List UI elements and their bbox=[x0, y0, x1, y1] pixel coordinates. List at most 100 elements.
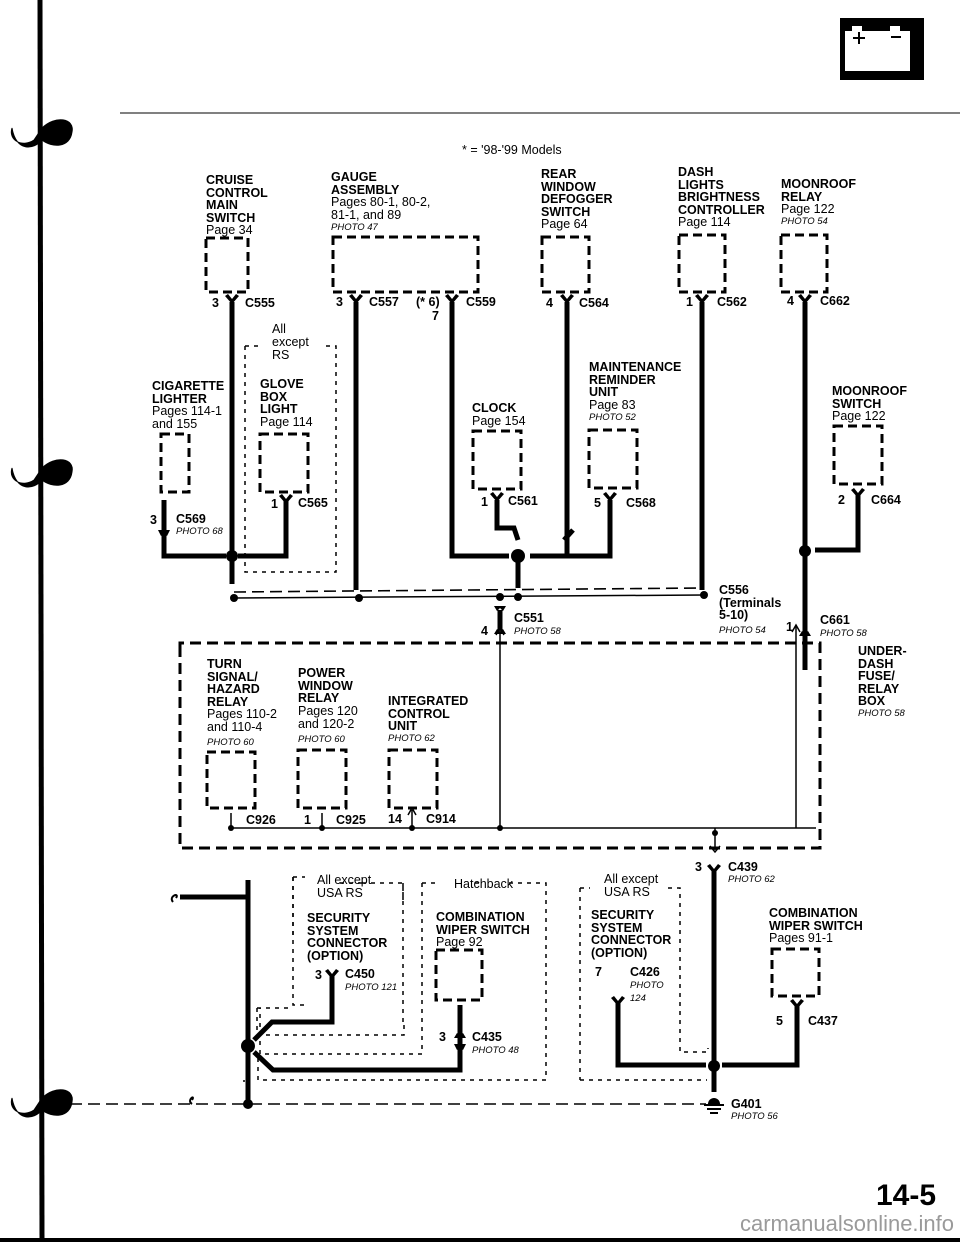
c569-pin: 3 bbox=[150, 513, 157, 527]
c559-label: C559 bbox=[466, 295, 496, 309]
binding-edge bbox=[10, 0, 73, 1242]
dash-lights-controller-label: DASH LIGHTS BRIGHTNESS CONTROLLER Page 1… bbox=[678, 165, 765, 230]
wiper-main-box bbox=[770, 947, 821, 998]
c562-pin: 1 bbox=[686, 295, 693, 309]
moonroof-switch-label: MOONROOF SWITCH Page 122 bbox=[832, 384, 907, 424]
battery-icon bbox=[840, 18, 924, 80]
c551-photo: PHOTO 58 bbox=[514, 626, 561, 637]
c426-photo: PHOTO 124 bbox=[630, 980, 664, 1004]
cigarette-lighter-label: CIGARETTE LIGHTER Pages 114-1 and 155 bbox=[152, 379, 225, 432]
c551-pin: 4 bbox=[481, 624, 488, 638]
gauge-box bbox=[331, 235, 480, 294]
c435-pin: 3 bbox=[439, 1030, 446, 1044]
power-window-box bbox=[296, 748, 348, 810]
maintenance-box bbox=[587, 428, 639, 490]
models-note: * = '98-'99 Models bbox=[462, 143, 562, 157]
wire-continuation-mark bbox=[189, 1096, 194, 1105]
glove-box-option-note: All except RS bbox=[272, 322, 309, 362]
moonroof-relay-box bbox=[779, 233, 829, 294]
c556-label: C556 (Terminals 5-10) bbox=[719, 583, 782, 623]
dashed-buses bbox=[52, 587, 706, 1105]
ground-icon bbox=[704, 1098, 724, 1114]
rear-defogger-switch-label: REAR WINDOW DEFOGGER SWITCH Page 64 bbox=[541, 167, 613, 232]
c561-label: C561 bbox=[508, 494, 538, 508]
c557-pin: 3 bbox=[336, 295, 343, 309]
c437-label: C437 bbox=[808, 1014, 838, 1028]
underdash-fuse-relay-box-label: UNDER- DASH FUSE/ RELAY BOX PHOTO 58 bbox=[858, 644, 907, 719]
c450-label: C450 bbox=[345, 967, 375, 981]
c450-pin: 3 bbox=[315, 968, 322, 982]
icu-box bbox=[387, 748, 439, 810]
c561-pin: 1 bbox=[481, 495, 488, 509]
c439-photo: PHOTO 62 bbox=[728, 874, 775, 885]
option-outlines bbox=[243, 345, 709, 1082]
c926-label: C926 bbox=[246, 813, 276, 827]
thin-wires bbox=[230, 594, 816, 854]
g401-label: G401 bbox=[731, 1097, 762, 1111]
moonroof-relay-label: MOONROOF RELAY Page 122 PHOTO 54 bbox=[781, 177, 856, 228]
g401-photo: PHOTO 56 bbox=[731, 1111, 778, 1122]
heavy-wires bbox=[161, 302, 861, 1104]
c914-label: C914 bbox=[426, 812, 456, 826]
cruise-box bbox=[204, 236, 250, 294]
c565-pin: 1 bbox=[271, 497, 278, 511]
c565-label: C565 bbox=[298, 496, 328, 510]
c426-pin: 7 bbox=[595, 965, 602, 979]
integrated-control-unit-label: INTEGRATED CONTROL UNIT PHOTO 62 bbox=[388, 694, 469, 744]
turn-signal-box bbox=[205, 750, 257, 810]
gauge-assembly-label: GAUGE ASSEMBLY Pages 80-1, 80-2, 81-1, a… bbox=[331, 170, 431, 234]
c559-alt-pin: (* 6) bbox=[416, 295, 440, 309]
c557-label: C557 bbox=[369, 295, 399, 309]
security-connector-2-label: SECURITY SYSTEM CONNECTOR (OPTION) bbox=[591, 908, 672, 960]
c664-label: C664 bbox=[871, 493, 901, 507]
clock-label: CLOCK Page 154 bbox=[472, 401, 526, 428]
c568-pin: 5 bbox=[594, 496, 601, 510]
component-boxes bbox=[159, 233, 884, 1002]
inline-connectors bbox=[158, 530, 811, 1050]
cigarette-box bbox=[159, 432, 191, 494]
c925-label: C925 bbox=[336, 813, 366, 827]
c439-pin: 3 bbox=[695, 860, 702, 874]
cruise-control-switch-label: CRUISE CONTROL MAIN SWITCH Page 34 bbox=[206, 173, 268, 238]
glove-box-light-label: GLOVE BOX LIGHT Page 114 bbox=[260, 377, 313, 429]
security-connector-1-label: SECURITY SYSTEM CONNECTOR (OPTION) bbox=[307, 911, 388, 963]
maintenance-reminder-label: MAINTENANCE REMINDER UNIT Page 83 PHOTO … bbox=[589, 360, 682, 423]
c559-pin: 7 bbox=[432, 309, 439, 323]
connector-symbols bbox=[225, 294, 865, 1009]
bottom-rule bbox=[0, 1238, 960, 1242]
c450-photo: PHOTO 121 bbox=[345, 982, 398, 993]
combination-wiper-switch-hatch-label: COMBINATION WIPER SWITCH Page 92 bbox=[436, 910, 530, 950]
page-number: 14-5 bbox=[876, 1179, 937, 1212]
c439-label: C439 bbox=[728, 860, 758, 874]
wiper-hatch-box bbox=[434, 948, 484, 1002]
c564-label: C564 bbox=[579, 296, 609, 310]
c426-label: C426 bbox=[630, 965, 660, 979]
c569-label: C569 bbox=[176, 512, 206, 526]
defogger-box bbox=[540, 235, 591, 294]
c562-label: C562 bbox=[717, 295, 747, 309]
c661-label: C661 bbox=[820, 613, 850, 627]
c925-pin: 1 bbox=[304, 813, 311, 827]
c914-pin: 14 bbox=[388, 812, 402, 826]
watermark: carmanualsonline.info bbox=[740, 1211, 955, 1236]
c664-pin: 2 bbox=[838, 493, 845, 507]
clock-box bbox=[471, 429, 523, 491]
c437-pin: 5 bbox=[776, 1014, 783, 1028]
security1-option-note: All except USA RS bbox=[317, 873, 372, 900]
underdash-box bbox=[178, 641, 822, 850]
c555-label: C555 bbox=[245, 296, 275, 310]
c435-label: C435 bbox=[472, 1030, 502, 1044]
wiper-hatch-option-note: Hatchback bbox=[454, 877, 514, 891]
security2-option-note: All except USA RS bbox=[604, 872, 659, 899]
c662-pin: 4 bbox=[787, 294, 794, 308]
moonroof-switch-box bbox=[832, 424, 884, 486]
c568-label: C568 bbox=[626, 496, 656, 510]
c661-photo: PHOTO 58 bbox=[820, 628, 867, 639]
dash-lights-box bbox=[677, 233, 727, 294]
c569-photo: PHOTO 68 bbox=[176, 526, 223, 537]
power-window-relay-label: POWER WINDOW RELAY Pages 120 and 120-2 P… bbox=[298, 666, 358, 745]
c662-label: C662 bbox=[820, 294, 850, 308]
c551-label: C551 bbox=[514, 611, 544, 625]
glove-box-box bbox=[258, 432, 310, 494]
